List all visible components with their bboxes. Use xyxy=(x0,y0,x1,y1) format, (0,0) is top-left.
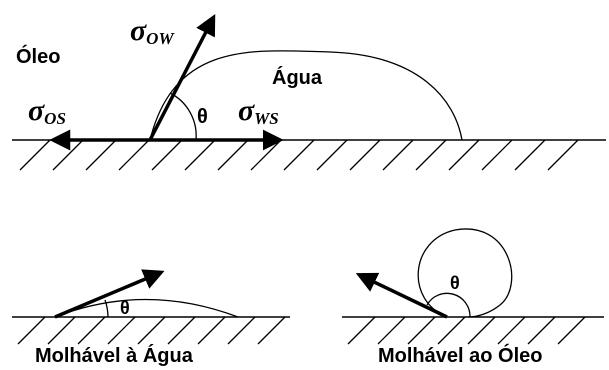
hatch-line xyxy=(257,316,286,345)
hatch-line xyxy=(448,139,480,171)
oil-wet-caption: Molhável ao Óleo xyxy=(378,343,542,367)
hatch-line xyxy=(437,316,466,345)
hatch-line xyxy=(217,139,249,171)
hatch-line xyxy=(17,316,46,345)
top-theta-arc xyxy=(169,92,197,141)
hatch-line xyxy=(514,139,546,171)
water-wet-theta-arc xyxy=(104,299,109,318)
top-contact-angle-diagram: Óleo Água θ σOW σOS σWS xyxy=(12,14,606,171)
water-wet-diagram: θ Molhável à Água xyxy=(12,269,290,367)
water-wet-droplet xyxy=(54,298,239,318)
oil-wet-theta-label: θ xyxy=(450,273,460,293)
hatch-line xyxy=(415,139,447,171)
hatch-line xyxy=(52,139,84,171)
oil-label: Óleo xyxy=(16,44,60,68)
hatch-line xyxy=(316,139,348,171)
sigma-ws-label: σWS xyxy=(238,94,279,128)
hatch-line xyxy=(85,139,117,171)
oil-wet-droplet xyxy=(417,228,513,318)
hatch-line xyxy=(349,139,381,171)
hatch-line xyxy=(250,139,282,171)
top-surface-hatching xyxy=(19,139,579,171)
hatch-line xyxy=(382,139,414,171)
sigma-os-label: σOS xyxy=(28,94,66,128)
hatch-line xyxy=(77,316,106,345)
hatch-line xyxy=(481,139,513,171)
hatch-line xyxy=(47,316,76,345)
oil-wet-surface-hatching xyxy=(347,316,586,345)
hatch-line xyxy=(547,139,579,171)
hatch-line xyxy=(167,316,196,345)
sigma-ow-arrow xyxy=(148,14,216,141)
hatch-line xyxy=(377,316,406,345)
hatch-line xyxy=(197,316,226,345)
hatch-line xyxy=(467,316,496,345)
water-wet-caption: Molhável à Água xyxy=(35,344,194,367)
hatch-line xyxy=(347,316,376,345)
hatch-line xyxy=(227,316,256,345)
hatch-line xyxy=(19,139,51,171)
hatch-line xyxy=(557,316,586,345)
water-label: Água xyxy=(272,66,323,89)
water-wet-surface-hatching xyxy=(17,316,286,345)
oil-wet-theta-arc xyxy=(426,292,471,318)
oil-wet-tangent-arrow xyxy=(355,272,448,319)
hatch-line xyxy=(497,316,526,345)
hatch-line xyxy=(118,139,150,171)
hatch-line xyxy=(137,316,166,345)
hatch-line xyxy=(184,139,216,171)
hatch-line xyxy=(527,316,556,345)
sigma-ow-label: σOW xyxy=(130,14,175,48)
oil-wet-diagram: θ Molhável ao Óleo xyxy=(342,228,604,367)
hatch-line xyxy=(107,316,136,345)
hatch-line xyxy=(407,316,436,345)
hatch-line xyxy=(151,139,183,171)
hatch-line xyxy=(283,139,315,171)
water-wet-tangent-arrow xyxy=(54,269,165,319)
top-theta-label: θ xyxy=(197,106,208,128)
water-wet-theta-label: θ xyxy=(120,298,130,318)
